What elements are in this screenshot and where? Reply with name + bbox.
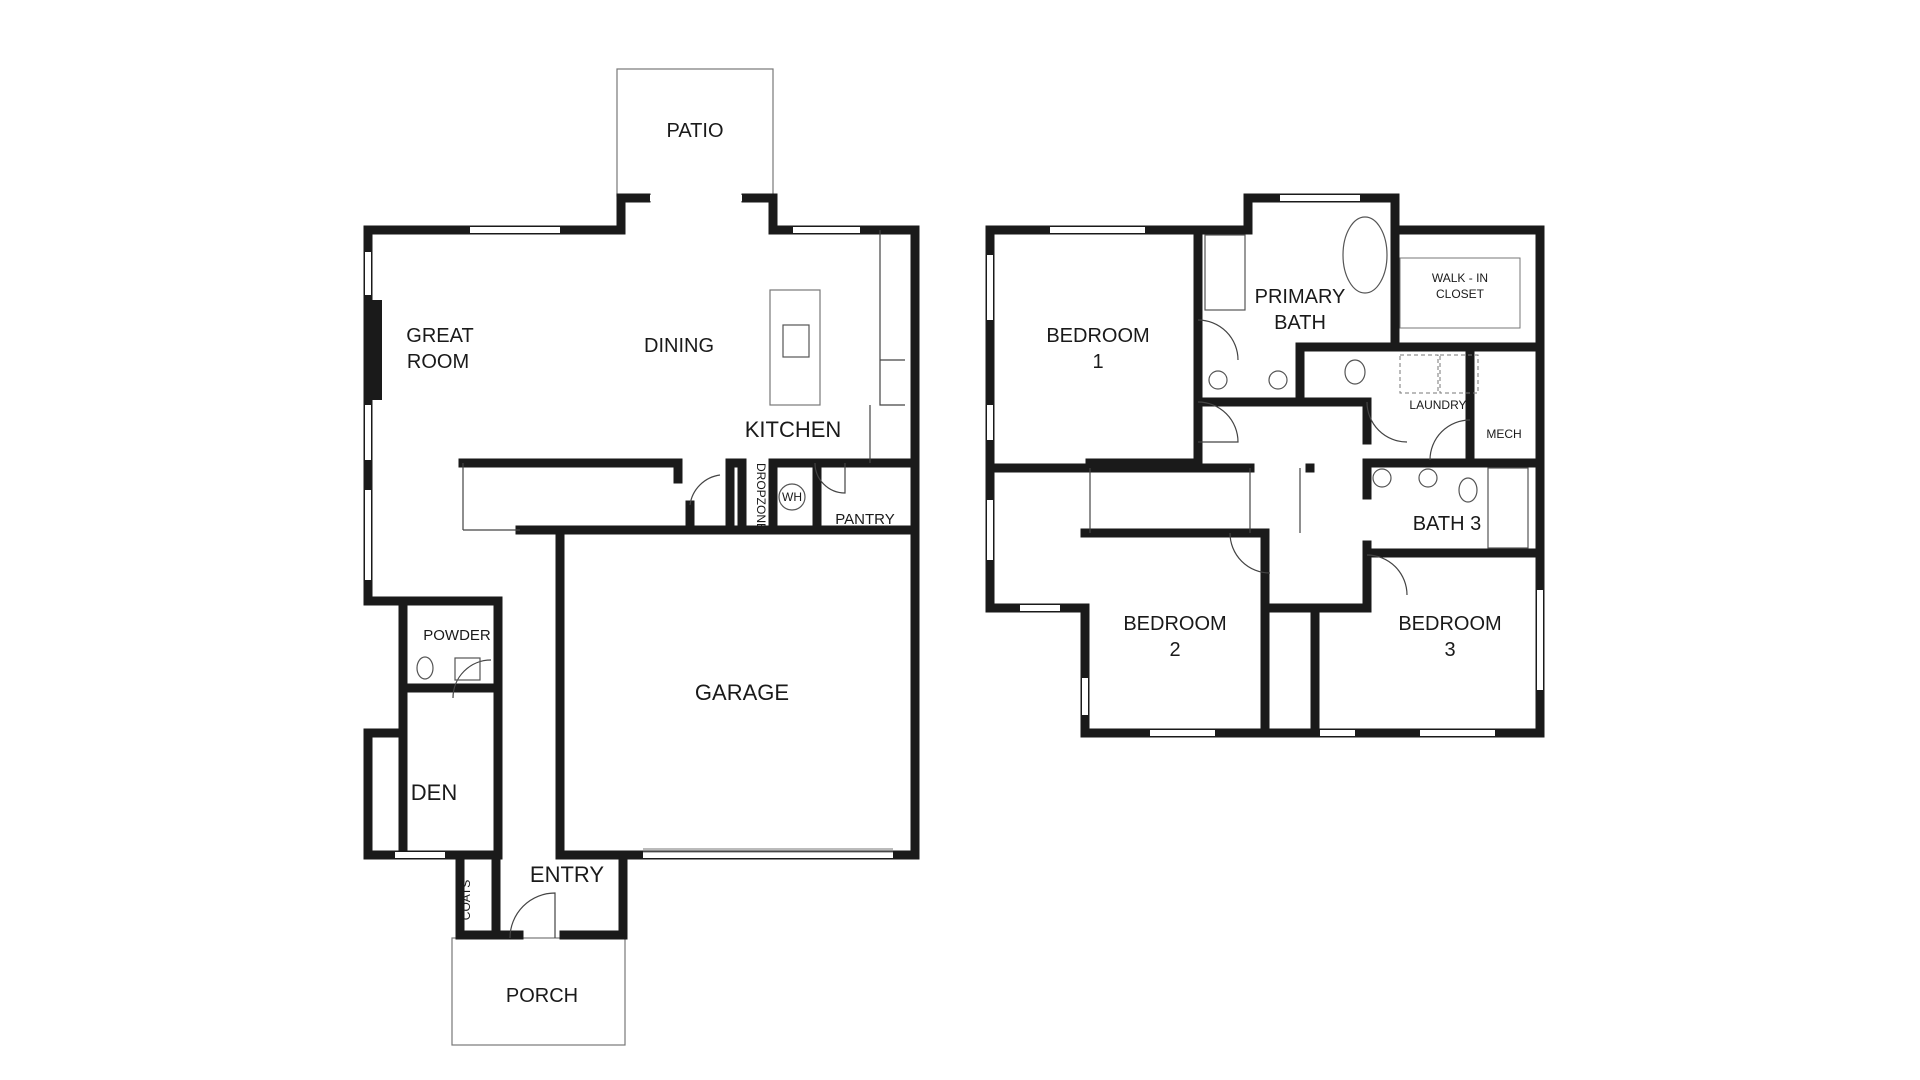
bedroom3-label-line1: BEDROOM (1398, 613, 1501, 635)
garage-label: GARAGE (695, 680, 789, 705)
primary-shower (1204, 234, 1246, 311)
kitchen-sink (782, 324, 810, 358)
dining-label: DINING (644, 335, 714, 357)
coats-label: COATS (459, 880, 473, 920)
den-label: DEN (411, 780, 457, 805)
powder-label: POWDER (423, 627, 491, 644)
windows-first-floor (365, 195, 893, 858)
walk-in-closet-label-line1: WALK - IN (1432, 271, 1488, 285)
second-floor-plan (985, 193, 1545, 738)
bath3-tub (1487, 467, 1529, 549)
primary-toilet (1344, 359, 1366, 385)
bath3-toilet (1458, 477, 1478, 503)
laundry-label: LAUNDRY (1409, 398, 1466, 412)
dropzone-label: DROPZONE (754, 463, 768, 531)
pantry-label: PANTRY (835, 511, 894, 528)
kitchen-label: KITCHEN (745, 417, 842, 442)
first-floor-exterior-wall (363, 193, 920, 940)
bedroom2-label-line2: 2 (1169, 639, 1180, 661)
second-floor-interior-wall (985, 225, 1545, 738)
primary-tub (1342, 216, 1388, 294)
primary-bath-label-line1: PRIMARY (1255, 286, 1346, 308)
doors-second-floor (1197, 319, 1471, 596)
primary-sink-left (1208, 370, 1228, 390)
washer (1399, 354, 1439, 394)
bedroom2-label-line1: BEDROOM (1123, 613, 1226, 635)
water-heater-label: WH (782, 490, 802, 504)
great-room-label-line2: ROOM (407, 351, 469, 373)
great-room-label-line1: GREAT (406, 325, 473, 347)
second-floor-labels: BEDROOM 1 PRIMARY BATH WALK - IN CLOSET … (1046, 271, 1521, 661)
windows-second-floor (987, 195, 1543, 736)
patio-label: PATIO (666, 120, 723, 142)
first-floor-interior-wall (363, 458, 920, 860)
primary-bath-label-line2: BATH (1274, 312, 1326, 334)
water-heater (778, 483, 806, 511)
doors-first-floor (452, 462, 846, 939)
first-floor-stairs (462, 463, 520, 531)
kitchen-counter (869, 230, 905, 463)
bath3-sink-left (1372, 468, 1392, 488)
powder-sink (454, 657, 481, 681)
dryer (1439, 354, 1479, 394)
fireplace (368, 300, 382, 400)
first-floor-plan (363, 68, 920, 1046)
mech-label: MECH (1486, 427, 1521, 441)
primary-sink-right (1268, 370, 1288, 390)
garage-wall (555, 525, 920, 860)
bath3-label: BATH 3 (1413, 513, 1482, 535)
bath3-sink-right (1418, 468, 1438, 488)
bedroom1-label-line2: 1 (1092, 351, 1103, 373)
walk-in-closet-label-line2: CLOSET (1436, 287, 1485, 301)
first-floor-labels: PATIO GREAT ROOM DINING KITCHEN DROPZONE… (406, 120, 894, 1007)
porch-label: PORCH (506, 985, 578, 1007)
bedroom1-label-line1: BEDROOM (1046, 325, 1149, 347)
bedroom3-label-line2: 3 (1444, 639, 1455, 661)
entry-label: ENTRY (530, 862, 604, 887)
second-floor-stairs (1089, 468, 1301, 533)
powder-toilet (416, 656, 434, 680)
porch-outline (451, 937, 626, 1046)
walk-in-closet-shelf (1399, 257, 1521, 329)
kitchen-island (769, 289, 821, 406)
